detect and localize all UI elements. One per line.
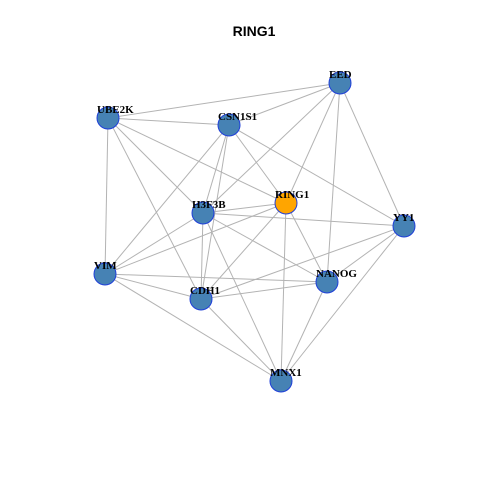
node-label: CSN1S1 — [218, 111, 257, 123]
node-h3f3b: H3F3B — [191, 199, 226, 225]
node-label: RING1 — [275, 189, 309, 201]
node-label: VIM — [94, 260, 117, 272]
edge-csn1s1-yy1 — [228, 124, 405, 227]
node-ube2k: UBE2K — [96, 104, 134, 130]
node-label: YY1 — [393, 212, 414, 224]
edge-yy1-nanog — [326, 225, 405, 283]
node-label: UBE2K — [97, 104, 134, 116]
edge-yy1-cdh1 — [200, 225, 405, 300]
edge-eed-h3f3b — [202, 82, 341, 214]
edge-vim-mnx1 — [104, 273, 282, 382]
edge-ube2k-csn1s1 — [107, 117, 230, 126]
node-label: NANOG — [316, 268, 357, 280]
edge-csn1s1-ring1 — [228, 124, 287, 204]
edge-ring1-h3f3b — [202, 202, 287, 214]
edge-vim-cdh1 — [104, 273, 202, 300]
edge-csn1s1-h3f3b — [202, 124, 230, 214]
node-circle — [269, 369, 293, 393]
node-circle — [217, 113, 241, 137]
node-label: CDH1 — [190, 285, 220, 297]
edge-ube2k-h3f3b — [107, 117, 204, 214]
edge-yy1-mnx1 — [280, 225, 405, 382]
node-circle — [96, 106, 120, 130]
node-ring1: RING1 — [274, 189, 309, 215]
edge-h3f3b-vim — [104, 212, 204, 275]
node-cdh1: CDH1 — [189, 285, 220, 311]
edge-csn1s1-vim — [104, 124, 230, 275]
edge-h3f3b-mnx1 — [202, 212, 282, 382]
node-yy1: YY1 — [392, 212, 416, 238]
node-nanog: NANOG — [315, 268, 357, 294]
node-mnx1: MNX1 — [269, 367, 302, 393]
edge-ring1-mnx1 — [280, 202, 287, 382]
edge-nanog-mnx1 — [280, 281, 328, 382]
node-eed: EED — [328, 69, 352, 95]
edge-h3f3b-cdh1 — [200, 212, 204, 300]
node-circle — [392, 214, 416, 238]
edge-eed-ring1 — [285, 82, 341, 204]
node-label: EED — [329, 69, 352, 81]
graph-title: RING1 — [233, 23, 276, 39]
node-circle — [93, 262, 117, 286]
edge-eed-nanog — [326, 82, 341, 283]
edge-ring1-nanog — [285, 202, 328, 283]
edge-vim-nanog — [104, 273, 328, 283]
node-vim: VIM — [93, 260, 117, 286]
edge-ube2k-eed — [107, 82, 341, 119]
node-label: H3F3B — [192, 199, 226, 211]
edge-ring1-vim — [104, 202, 287, 275]
edge-cdh1-mnx1 — [200, 298, 282, 382]
edge-cdh1-nanog — [200, 281, 328, 300]
node-circle — [191, 201, 215, 225]
edge-ube2k-cdh1 — [107, 117, 202, 300]
edge-ube2k-vim — [104, 117, 109, 275]
node-circle — [315, 270, 339, 294]
node-label: MNX1 — [270, 367, 302, 379]
edge-eed-yy1 — [339, 82, 405, 227]
edge-eed-csn1s1 — [228, 82, 341, 126]
node-circle — [328, 71, 352, 95]
edge-ring1-cdh1 — [200, 202, 287, 300]
edge-ube2k-ring1 — [107, 117, 287, 204]
node-csn1s1: CSN1S1 — [217, 111, 257, 137]
node-circle — [274, 191, 298, 215]
edge-h3f3b-nanog — [202, 212, 328, 283]
edge-layer — [104, 82, 405, 382]
node-circle — [189, 287, 213, 311]
edge-h3f3b-yy1 — [202, 212, 405, 227]
